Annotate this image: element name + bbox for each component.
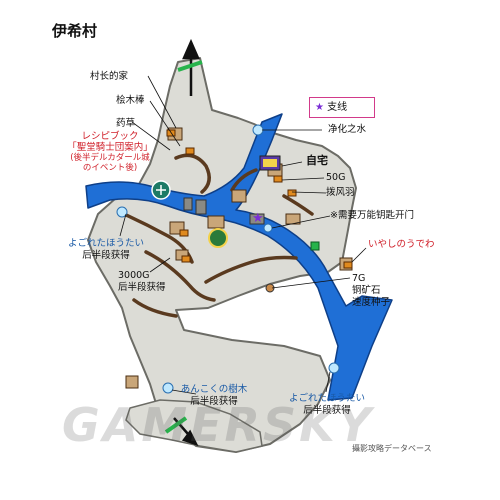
bridges bbox=[183, 197, 265, 225]
label-speed-seed: 速度种子 bbox=[352, 297, 391, 308]
label-cypress-stick: 桧木棒 bbox=[116, 95, 145, 106]
sparkle-item-icons bbox=[116, 124, 340, 394]
ground-area bbox=[87, 57, 357, 453]
exit-arrow-icon bbox=[177, 38, 203, 96]
treasure-chest-icon bbox=[273, 175, 283, 183]
treasure-chest-icon bbox=[343, 261, 353, 269]
sparkle-item-icon bbox=[252, 124, 264, 136]
label-copper-ore: 铜矿石 bbox=[352, 285, 381, 296]
legend-box: ★ 支线 bbox=[309, 97, 375, 118]
label-dirty-hoodie-2: よごれたほうたい bbox=[288, 393, 365, 404]
label-my-home: 自宅 bbox=[306, 154, 328, 167]
leader-lines bbox=[119, 75, 367, 395]
label-recipe-book-2: 「聖堂騎士団案内」 bbox=[67, 142, 153, 153]
label-late-game-4: 后半段获得 bbox=[303, 405, 351, 416]
treasure-chest-icon bbox=[185, 147, 195, 155]
label-purify-water: 净化之水 bbox=[328, 124, 367, 135]
label-late-game-3: 后半段获得 bbox=[190, 396, 238, 407]
label-dirty-hoodie-1: よごれたほうたい bbox=[67, 238, 144, 249]
inn-icon bbox=[151, 180, 171, 200]
label-dark-tree: あんこくの樹木 bbox=[180, 384, 248, 395]
ground-south-bend bbox=[125, 399, 263, 453]
shop-icon bbox=[259, 155, 281, 171]
legend-star-icon: ★ bbox=[315, 102, 324, 113]
treasure-chest-icon bbox=[179, 229, 189, 237]
label-50g: 50G bbox=[326, 172, 346, 183]
label-recipe-book-3: (後半デルカダール城 bbox=[70, 153, 150, 163]
treasure-chest-icon bbox=[181, 255, 191, 263]
treasure-chest-icon bbox=[287, 189, 297, 197]
sparkle-item-icon bbox=[162, 382, 174, 394]
exit-arrow-icon bbox=[164, 416, 199, 447]
sparkle-item-icon bbox=[328, 362, 340, 374]
map-title: 伊希村 bbox=[52, 22, 98, 40]
label-3000g: 3000G bbox=[118, 270, 150, 281]
credit-text: 攝影攻略データベース bbox=[352, 444, 432, 453]
label-herb: 药草 bbox=[116, 118, 136, 129]
label-recipe-book-1: レシピブック bbox=[81, 131, 139, 142]
label-master-key-door: ※需要万能钥匙开门 bbox=[330, 210, 414, 221]
label-village-chief-house: 村长的家 bbox=[90, 71, 129, 82]
label-pull-feather: 拨风羽 bbox=[326, 187, 355, 198]
side-quest-star-icon: ★ bbox=[252, 211, 264, 226]
label-recipe-book-4: のイベント後) bbox=[82, 163, 138, 173]
cliff-edges bbox=[122, 153, 314, 318]
label-healing-ring: いやしのうでわ bbox=[368, 239, 435, 250]
label-late-game-2: 后半段获得 bbox=[118, 282, 166, 293]
legend-label: 支线 bbox=[327, 102, 348, 113]
sparkle-item-icon bbox=[263, 223, 273, 233]
treasure-chest-icons bbox=[166, 129, 353, 269]
label-late-game-1: 后半段获得 bbox=[82, 250, 130, 261]
sparkle-item-icon bbox=[116, 206, 128, 218]
church-icon bbox=[208, 228, 228, 248]
label-7g: 7G bbox=[352, 273, 366, 284]
locked-door-icon bbox=[310, 241, 320, 251]
